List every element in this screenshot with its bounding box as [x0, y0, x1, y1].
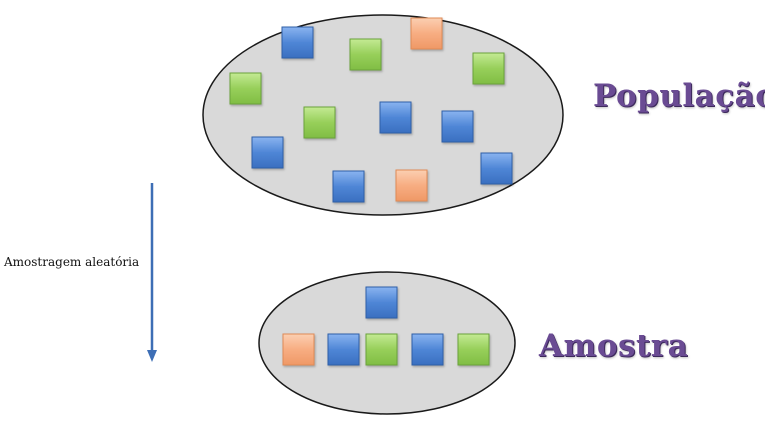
arrowhead-icon [147, 350, 157, 362]
sample-green-square [365, 333, 398, 366]
sample-orange-square [282, 333, 315, 366]
population-blue-square [281, 26, 314, 59]
population-label: População [593, 78, 765, 114]
sample-blue-square [365, 286, 398, 319]
population-blue-square [332, 170, 365, 203]
population-squares [229, 17, 513, 203]
sample-squares [282, 286, 490, 366]
sample-green-square [457, 333, 490, 366]
population-blue-square [251, 136, 284, 169]
sample-blue-square [411, 333, 444, 366]
population-green-square [349, 38, 382, 71]
population-blue-square [379, 101, 412, 134]
random-sampling-label: Amostragem aleatória [4, 255, 140, 269]
population-blue-square [441, 110, 474, 143]
sample-label: Amostra [539, 328, 689, 364]
random-sampling-arrow [147, 183, 157, 362]
population-orange-square [410, 17, 443, 50]
population-green-square [303, 106, 336, 139]
sample-blue-square [327, 333, 360, 366]
population-orange-square [395, 169, 428, 202]
population-blue-square [480, 152, 513, 185]
population-green-square [472, 52, 505, 85]
population-green-square [229, 72, 262, 105]
